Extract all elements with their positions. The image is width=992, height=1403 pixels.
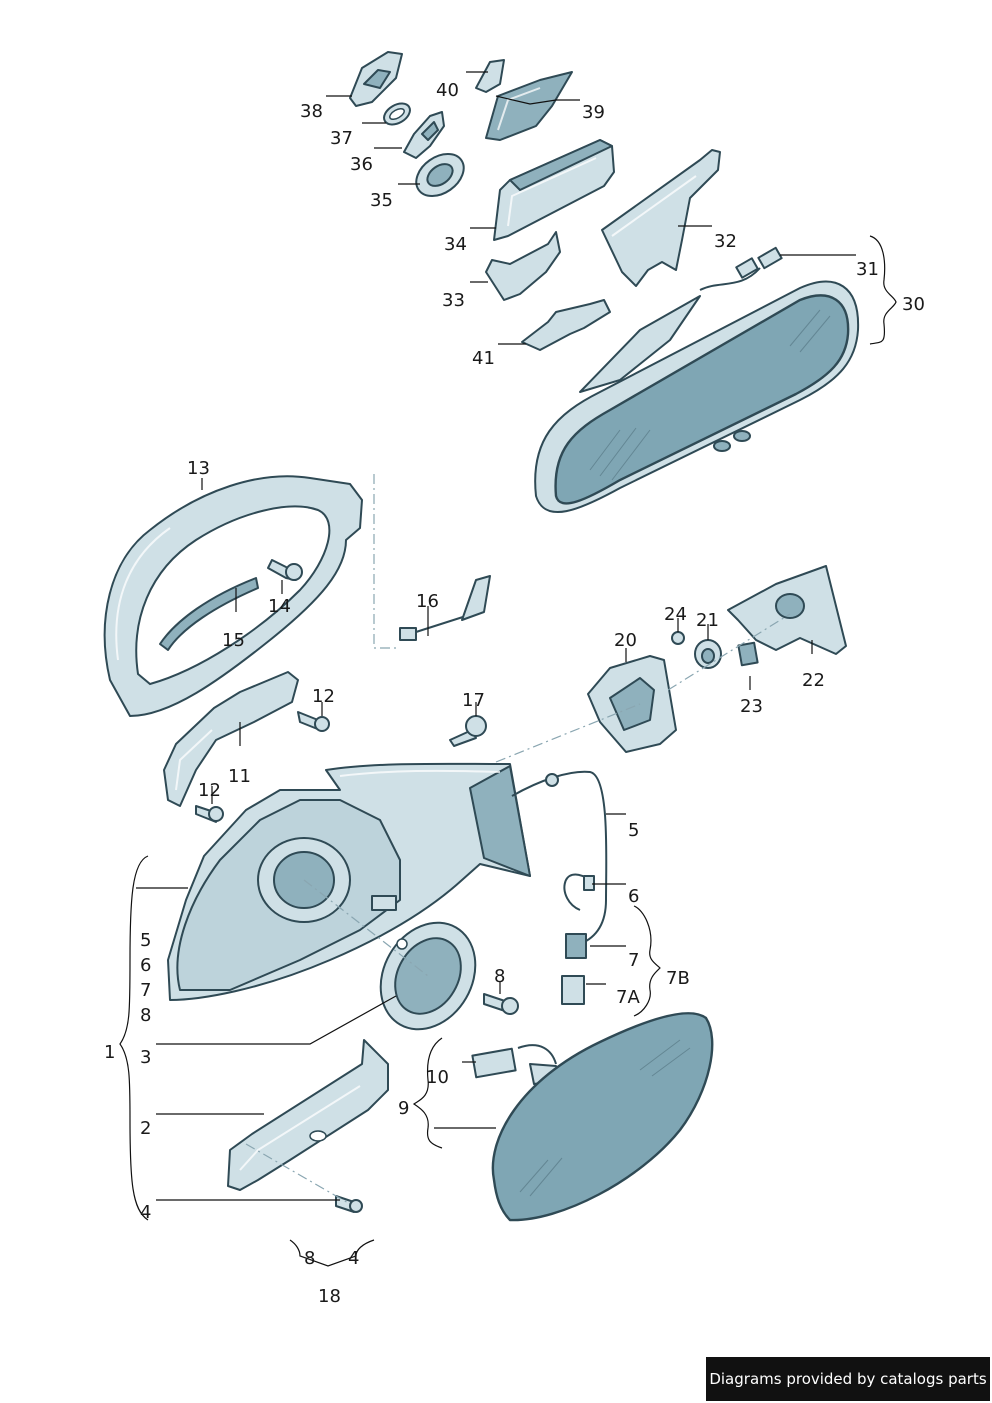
- part-40-cover: [475, 59, 505, 93]
- label-7A: 7A: [616, 987, 640, 1008]
- part-24-screw: [671, 631, 685, 645]
- label-8-bottom: 8: [304, 1248, 315, 1269]
- part-3-carrier-ring: [379, 921, 477, 1031]
- label-7B: 7B: [666, 968, 690, 989]
- label-30: 30: [902, 294, 925, 315]
- part-16-cable: [399, 575, 491, 641]
- part-34-module: [493, 139, 615, 241]
- label-5-left: 5: [140, 930, 151, 951]
- part-35-socket: [415, 153, 465, 197]
- label-22: 22: [802, 670, 825, 691]
- part-8-screw: [483, 993, 519, 1015]
- label-6-right: 6: [628, 886, 639, 907]
- label-41: 41: [472, 348, 495, 369]
- label-36: 36: [350, 154, 373, 175]
- part-37-ring: [383, 102, 411, 126]
- part-32-cover: [601, 149, 721, 287]
- label-40: 40: [436, 80, 459, 101]
- label-32: 32: [714, 231, 737, 252]
- part-33-bracket: [485, 231, 561, 301]
- part-7-connector: [565, 933, 587, 959]
- part-21-ring: [694, 639, 722, 669]
- label-8-left: 8: [140, 1005, 151, 1026]
- label-18: 18: [318, 1286, 341, 1307]
- label-10: 10: [426, 1067, 449, 1088]
- part-9-mirror-glass: [491, 1012, 714, 1222]
- label-24: 24: [664, 604, 687, 625]
- label-14: 14: [268, 596, 291, 617]
- label-12-upper: 12: [312, 686, 335, 707]
- label-23: 23: [740, 696, 763, 717]
- credit-banner: Diagrams provided by catalogs parts: [706, 1357, 990, 1401]
- label-8-screw: 8: [494, 966, 505, 987]
- part-11-bracket: [163, 671, 299, 807]
- label-11: 11: [228, 766, 251, 787]
- label-2: 2: [140, 1118, 151, 1139]
- label-4-left: 4: [140, 1202, 151, 1223]
- label-21: 21: [696, 610, 719, 631]
- label-7-left: 7: [140, 980, 151, 1001]
- part-15-trim-strip: [159, 577, 259, 651]
- part-12-screw-lower: [195, 805, 224, 823]
- label-15: 15: [222, 630, 245, 651]
- label-39: 39: [582, 102, 605, 123]
- label-38: 38: [300, 101, 323, 122]
- label-34: 34: [444, 234, 467, 255]
- label-5-right: 5: [628, 820, 639, 841]
- label-17: 17: [462, 690, 485, 711]
- part-10-connector: [471, 1044, 557, 1079]
- part-23-connector: [737, 641, 759, 667]
- label-1: 1: [104, 1042, 115, 1063]
- part-30-rearview-mirror: [534, 280, 860, 513]
- label-12-lower: 12: [198, 780, 221, 801]
- label-13: 13: [187, 458, 210, 479]
- part-36-clip: [403, 111, 445, 159]
- label-7-right: 7: [628, 950, 639, 971]
- part-5-cable: [511, 770, 608, 945]
- part-31-cable: [699, 246, 783, 291]
- label-35: 35: [370, 190, 393, 211]
- label-16: 16: [416, 591, 439, 612]
- part-12-screw-upper: [297, 711, 330, 732]
- part-14-screw: [267, 559, 303, 581]
- label-33: 33: [442, 290, 465, 311]
- part-39-housing: [485, 71, 573, 141]
- part-17-screw: [449, 715, 487, 747]
- label-31: 31: [856, 259, 879, 280]
- part-38-bracket: [349, 51, 403, 107]
- part-22-mount: [727, 565, 847, 655]
- part-20-base: [587, 655, 677, 753]
- part-41-clip: [521, 299, 611, 351]
- label-3: 3: [140, 1047, 151, 1068]
- part-4-screw: [335, 1195, 363, 1213]
- label-37: 37: [330, 128, 353, 149]
- label-20: 20: [614, 630, 637, 651]
- part-7A-connector: [561, 975, 585, 1005]
- part-2-lower-cover: [227, 1039, 389, 1191]
- label-6-left: 6: [140, 955, 151, 976]
- label-4-bottom: 4: [348, 1248, 359, 1269]
- label-9: 9: [398, 1098, 409, 1119]
